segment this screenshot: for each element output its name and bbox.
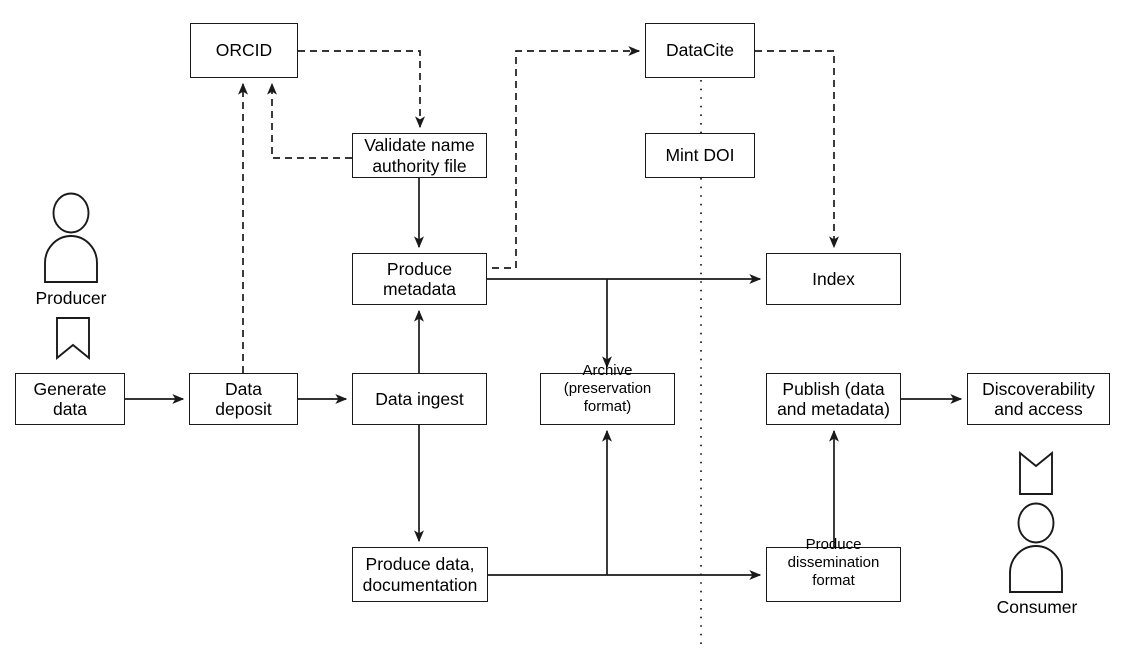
- node-mint-doi[interactable]: Mint DOI: [645, 133, 755, 178]
- node-archive-label: Archive (preservation format): [563, 362, 652, 415]
- producer-caption-label: Producer: [35, 288, 107, 308]
- node-validate-name-authority-file-label: Validate name authority file: [364, 135, 475, 176]
- node-produce-dissemination-format-label: Produce dissemination format: [787, 536, 880, 589]
- node-discoverability-label: Discoverability and access: [982, 378, 1095, 419]
- node-datacite[interactable]: DataCite: [645, 23, 755, 78]
- node-index-label: Index: [812, 268, 855, 289]
- node-produce-data-documentation-label: Produce data, documentation: [362, 554, 478, 595]
- consumer-badge-chevron-up-icon: [1020, 481, 1052, 494]
- node-generate-data-label: Generate data: [33, 378, 107, 419]
- node-datacite-label: DataCite: [665, 40, 735, 61]
- producer-chevron-down-badge-icon: [56, 317, 90, 360]
- node-index[interactable]: Index: [766, 253, 901, 305]
- node-data-ingest[interactable]: Data ingest: [352, 373, 487, 425]
- node-mint-doi-label: Mint DOI: [665, 145, 735, 166]
- edge-datacite-to-index: [755, 50, 839, 249]
- consumer-caption-label: Consumer: [996, 597, 1078, 617]
- node-publish-label: Publish (data and metadata): [777, 378, 890, 419]
- node-archive[interactable]: Archive (preservation format): [540, 362, 675, 425]
- consumer-chevron-badge: [1021, 481, 1053, 494]
- node-produce-metadata-label: Produce metadata: [383, 258, 456, 299]
- producer-caption: Producer: [0, 288, 142, 309]
- node-orcid-label: ORCID: [215, 40, 273, 61]
- consumer-body-icon: [1009, 545, 1063, 593]
- producer-body-icon: [44, 235, 98, 283]
- node-generate-data[interactable]: Generate data: [15, 373, 125, 425]
- consumer-caption: Consumer: [966, 597, 1108, 618]
- node-produce-dissemination-format[interactable]: Produce dissemination format: [766, 536, 901, 602]
- node-discoverability[interactable]: Discoverability and access: [967, 373, 1110, 425]
- edge-validate-to-orcid: [267, 82, 352, 159]
- edge-produce-metadata-to-datacite: [492, 46, 641, 269]
- consumer-head-icon: [1017, 502, 1055, 544]
- node-publish[interactable]: Publish (data and metadata): [766, 373, 901, 425]
- node-produce-data-documentation[interactable]: Produce data, documentation: [352, 547, 488, 602]
- node-data-deposit[interactable]: Data deposit: [189, 373, 298, 425]
- node-data-deposit-label: Data deposit: [215, 378, 272, 419]
- node-data-ingest-label: Data ingest: [375, 388, 464, 409]
- consumer-badge-outline-icon: [1019, 451, 1053, 495]
- node-produce-metadata[interactable]: Produce metadata: [352, 253, 487, 305]
- producer-head-icon: [52, 192, 90, 234]
- node-validate-name-authority-file[interactable]: Validate name authority file: [352, 133, 487, 178]
- edge-orcid-to-validate: [298, 50, 425, 129]
- node-orcid[interactable]: ORCID: [190, 23, 298, 78]
